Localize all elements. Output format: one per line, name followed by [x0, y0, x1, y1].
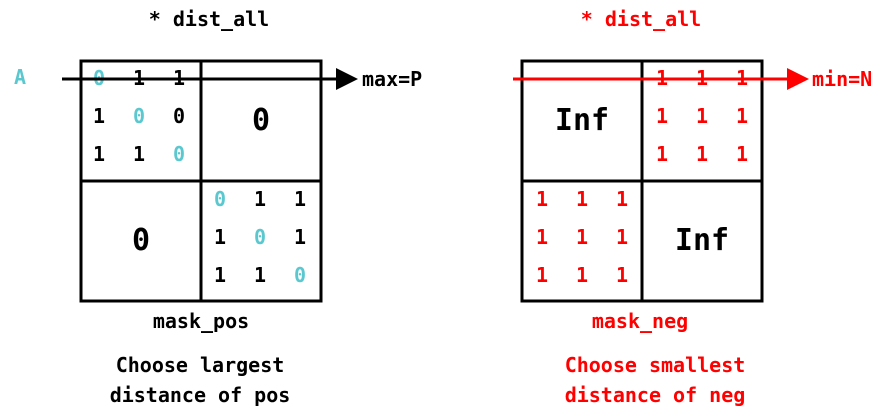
left-mask-grid: [79, 59, 323, 303]
matrix-cell: 1: [536, 263, 548, 287]
matrix-cell: 1: [736, 142, 748, 166]
matrix-cell: 1: [536, 225, 548, 249]
left-mask-label: mask_pos: [153, 309, 249, 333]
left-header: * dist_all: [149, 7, 269, 31]
matrix-cell: 1: [656, 104, 668, 128]
matrix-cell: 1: [214, 225, 226, 249]
matrix-cell: 1: [576, 225, 588, 249]
matrix-cell: 1: [616, 187, 628, 211]
matrix-cell: 1: [536, 187, 548, 211]
right-min-arrow: [513, 68, 809, 90]
right-arrow-label: min=N: [812, 67, 872, 91]
right-caption-line-1: Choose smallest: [565, 353, 746, 377]
matrix-cell: 1: [294, 225, 306, 249]
matrix-cell: 1: [254, 187, 266, 211]
matrix-cell: 0: [133, 104, 145, 128]
matrix-cell: 1: [696, 142, 708, 166]
left-max-arrow: [62, 68, 358, 90]
matrix-cell: 0: [254, 225, 266, 249]
matrix-cell: 1: [576, 263, 588, 287]
matrix-cell: 1: [93, 142, 105, 166]
right-caption-line-2: distance of neg: [565, 383, 746, 407]
matrix-cell: 1: [214, 263, 226, 287]
matrix-cell: 1: [254, 263, 266, 287]
left-arrow-head: [336, 68, 358, 90]
left-arrow-label: max=P: [362, 67, 422, 91]
matrix-cell: 1: [616, 225, 628, 249]
right-mask-label: mask_neg: [592, 309, 688, 333]
matrix-cell: 0: [173, 104, 185, 128]
left-matrix-bottom-right: 0 1 1 1 0 1 1 1 0: [214, 187, 306, 287]
left-matrix-top-left: 011100110: [93, 66, 185, 166]
matrix-cell: 1: [616, 263, 628, 287]
matrix-cell: 0: [173, 142, 185, 166]
matrix-cell: 1: [133, 142, 145, 166]
matrix-cell: 0: [294, 263, 306, 287]
matrix-cell: 1: [93, 104, 105, 128]
matrix-cell: 1: [656, 142, 668, 166]
right-block-bottom-right-inf: Inf: [675, 223, 729, 258]
left-caption-line-1: Choose largest: [116, 353, 285, 377]
matrix-cell: 0: [214, 187, 226, 211]
right-block-top-left-inf: Inf: [555, 103, 609, 138]
right-matrix-bottom-left: 1 1 1 1 1 1 1 1 1: [536, 187, 628, 287]
matrix-cell: 1: [294, 187, 306, 211]
matrix-cell: 1: [696, 104, 708, 128]
matrix-cell: 1: [576, 187, 588, 211]
matrix-cell: 1: [736, 104, 748, 128]
right-header: * dist_all: [581, 7, 701, 31]
left-caption-line-2: distance of pos: [110, 383, 291, 407]
left-block-bottom-left-zero: 0: [132, 223, 150, 258]
left-block-top-right-zero: 0: [252, 103, 270, 138]
right-arrow-head: [787, 68, 809, 90]
right-mask-grid: [520, 59, 764, 303]
row-label-a: A: [14, 65, 26, 89]
